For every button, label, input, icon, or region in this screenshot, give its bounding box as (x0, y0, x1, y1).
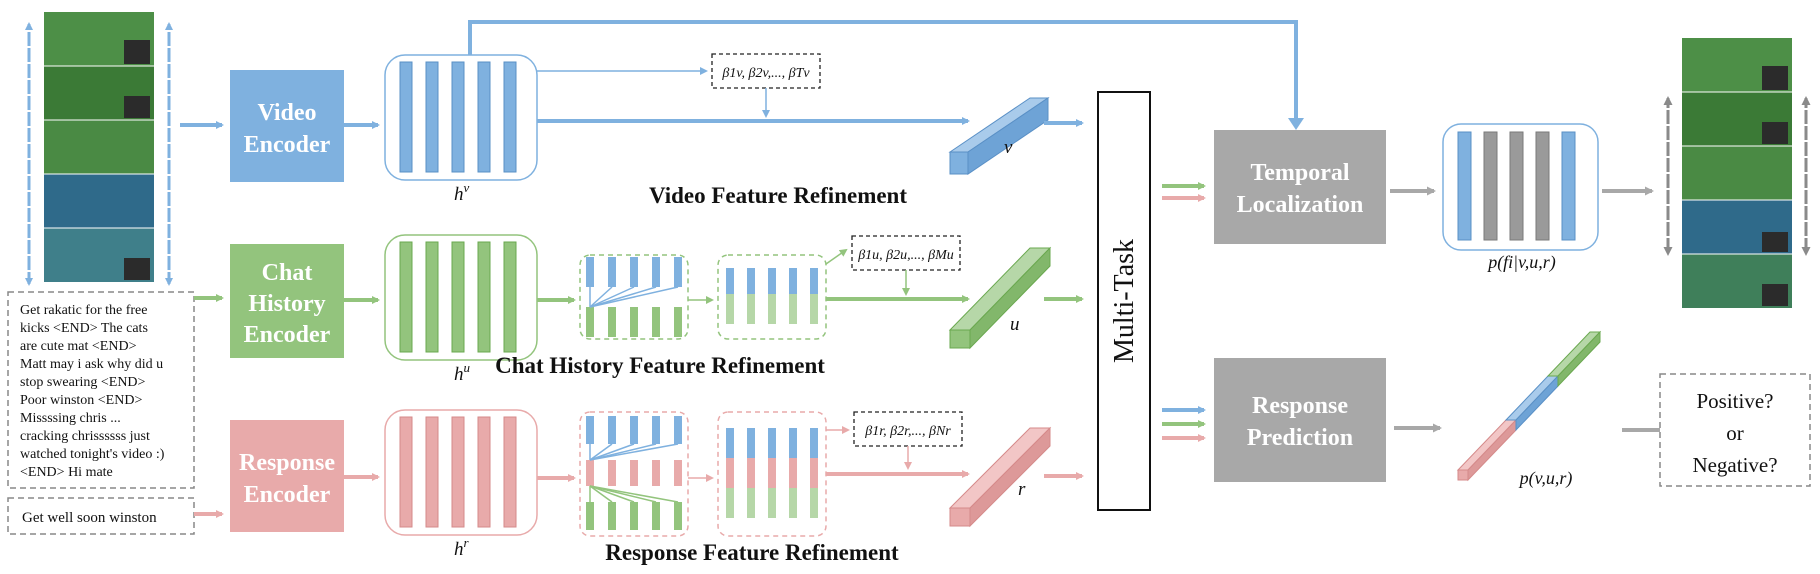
response-attention-weights: β1r, β2r,..., βNr (853, 411, 963, 447)
chat-hidden-states (384, 234, 538, 361)
frame-prob-label: p(fi|v,u,r) (1486, 252, 1556, 273)
arrowhead (1288, 118, 1304, 130)
video-encoder-label-line1: Video (257, 100, 316, 126)
svg-text:Encoder: Encoder (244, 482, 331, 508)
multi-task-box: Multi-Task (1097, 91, 1151, 511)
chat-line: Get rakatic for the free (20, 303, 147, 318)
arrow (825, 248, 848, 265)
output-video-frames (1682, 38, 1792, 308)
video-vector (948, 97, 1050, 175)
response-vector (948, 426, 1052, 528)
chat-line: watched tonight's video :) (20, 447, 165, 462)
chat-history-input: Get rakatic for the free kicks <END> The… (7, 291, 195, 489)
svg-text:Encoder: Encoder (244, 322, 331, 348)
input-frame-arrows (25, 22, 173, 286)
temporal-localization-box: Temporal Localization (1214, 130, 1386, 244)
chat-history-encoder: Chat History Encoder (230, 244, 344, 358)
h-v-label: hv (454, 180, 470, 205)
chat-cross-attention-block (579, 254, 689, 340)
svg-text:Response: Response (1252, 393, 1348, 419)
outcome-negative: Negative? (1692, 453, 1777, 477)
video-refinement-title: Video Feature Refinement (649, 183, 907, 208)
svg-text:β1r, β2r,..., βNr: β1r, β2r,..., βNr (864, 424, 951, 439)
chat-line: are cute mat <END> (20, 339, 137, 354)
response-prediction-box: Response Prediction (1214, 358, 1386, 482)
svg-text:History: History (248, 291, 325, 317)
response-text: Get well soon winston (22, 510, 157, 526)
chat-line: cracking chrissssss just (20, 429, 150, 444)
svg-text:β1u, β2u,..., βMu: β1u, β2u,..., βMu (857, 248, 954, 263)
svg-text:Temporal: Temporal (1250, 160, 1349, 186)
response-encoder: Response Encoder (230, 420, 344, 532)
video-encoder-label-line2: Encoder (244, 132, 331, 158)
chat-line: <END> Hi mate (20, 465, 113, 480)
joint-prob-label: p(v,u,r) (1518, 468, 1573, 489)
chat-vector (948, 246, 1052, 350)
svg-text:Prediction: Prediction (1247, 425, 1353, 451)
response-cross-attention-block (579, 411, 689, 537)
outcome-positive: Positive? (1697, 389, 1774, 413)
svg-text:Chat: Chat (262, 260, 313, 286)
chat-line: stop swearing <END> (20, 375, 146, 390)
chat-line: kicks <END> The cats (20, 321, 148, 336)
outcome-or: or (1726, 421, 1744, 445)
joint-vector (1456, 330, 1602, 482)
outcome-box: Positive? or Negative? (1659, 373, 1811, 487)
u-label: u (1010, 314, 1020, 335)
input-video-frames (44, 12, 154, 282)
frame-probability-states (1442, 123, 1599, 251)
response-hidden-states (384, 409, 538, 536)
video-encoder: Video Encoder (230, 70, 344, 182)
chat-refinement-title: Chat History Feature Refinement (495, 353, 825, 378)
multi-task-label: Multi-Task (1109, 239, 1140, 363)
response-refinement-title: Response Feature Refinement (605, 540, 899, 565)
arrow-video-to-temporal (468, 20, 1298, 124)
v-label: v (1004, 137, 1013, 158)
video-hidden-states (384, 54, 538, 181)
response-input: Get well soon winston (7, 497, 195, 535)
svg-text:Response: Response (239, 450, 335, 476)
chat-attention-weights: β1u, β2u,..., βMu (851, 235, 961, 271)
h-u-label: hu (454, 360, 471, 385)
r-label: r (1018, 479, 1026, 500)
h-r-label: hr (454, 535, 470, 560)
chat-fused-block (717, 254, 827, 340)
output-frames-arrows (1663, 96, 1811, 256)
chat-line: Matt may i ask why did u (20, 357, 163, 372)
chat-line: Poor winston <END> (20, 393, 142, 408)
svg-text:β1v, β2v,..., βTv: β1v, β2v,..., βTv (721, 66, 810, 81)
chat-line: Missssing chris ... (20, 411, 121, 426)
svg-text:Localization: Localization (1237, 192, 1364, 218)
response-fused-block (717, 411, 827, 537)
video-attention-weights: β1v, β2v,..., βTv (711, 53, 821, 89)
